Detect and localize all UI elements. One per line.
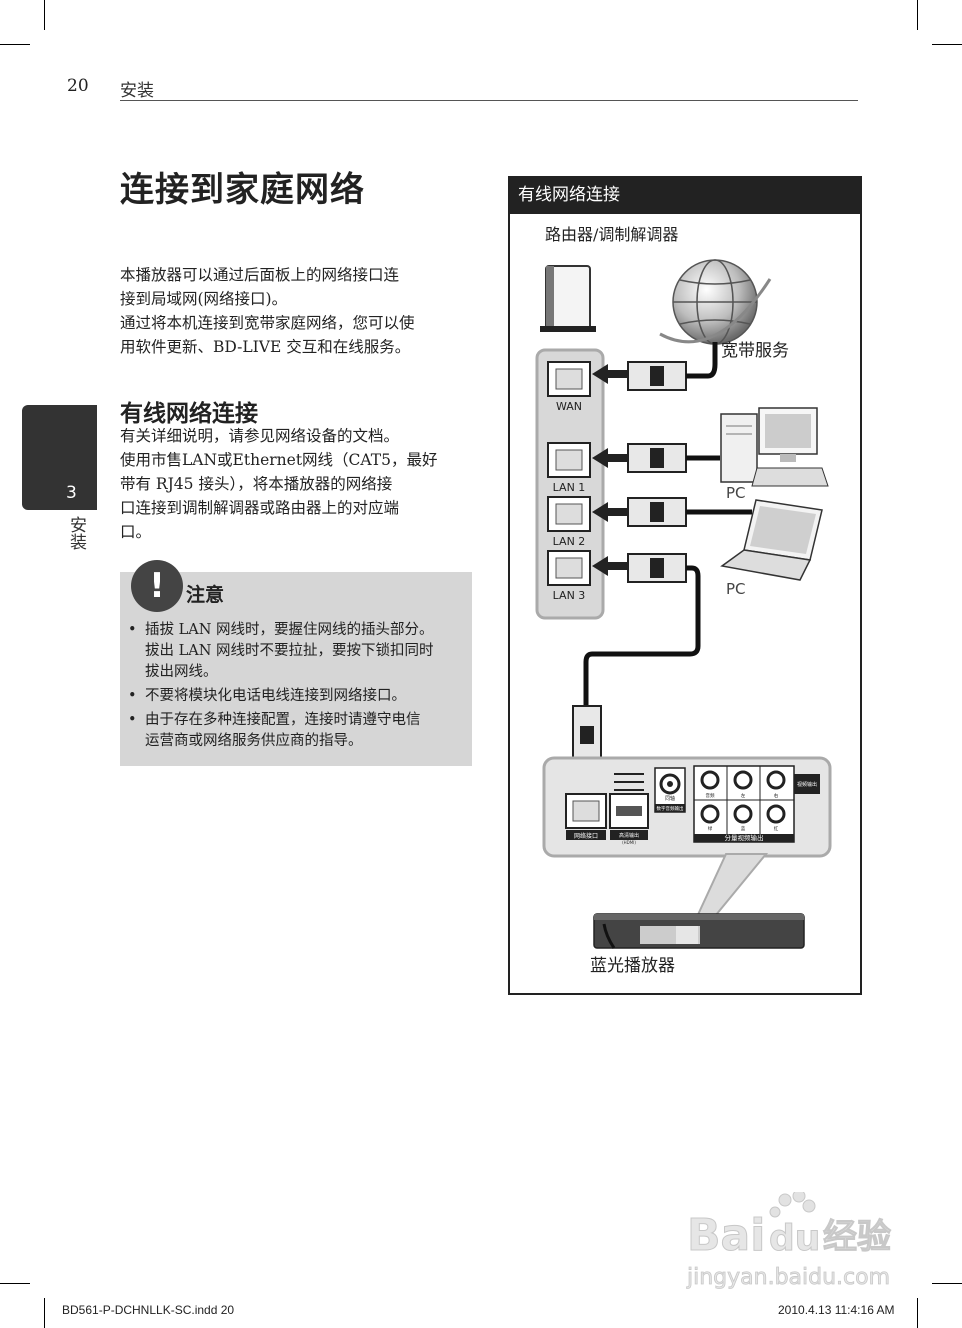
footer-timestamp: 2010.4.13 11:4:16 AM (778, 1303, 895, 1317)
chapter-label: 安装 (66, 516, 86, 550)
crop-mark (932, 44, 962, 45)
panel-label: 高清输出 (619, 832, 639, 839)
panel-label: 红 (774, 825, 779, 832)
pc-label: PC (726, 484, 746, 502)
desc-line: 口连接到调制解调器或路由器上的对应端 (120, 499, 400, 517)
intro-paragraph: 本播放器可以通过后面板上的网络接口连 接到局域网(网络接口)。 通过将本机连接到… (120, 263, 475, 359)
port-label: LAN 1 (553, 481, 586, 494)
paw-icon (769, 1192, 816, 1218)
desktop-pc-icon (720, 407, 829, 487)
footer-filename: BD561-P-DCHNLLK-SC.indd 20 (62, 1303, 235, 1317)
laptop-icon (720, 499, 823, 581)
watermark-brand: 经验 (823, 1217, 891, 1257)
lan-port (547, 550, 591, 586)
router-label: 路由器/调制解调器 (545, 225, 678, 244)
panel-label: 左 (741, 792, 746, 799)
desc-line: 口。 (120, 523, 152, 541)
network-cable (583, 342, 752, 714)
router-icon (540, 265, 596, 332)
av-jacks (693, 765, 795, 843)
panel-label: 分量视频输出 (725, 833, 764, 842)
caution-line: 拔出网线。 (145, 664, 218, 680)
panel-label: 数字音频输出 (657, 805, 684, 812)
pc-label: PC (726, 580, 746, 598)
crop-mark (0, 44, 30, 45)
chapter-tab (22, 405, 97, 510)
watermark-brand: Bai (687, 1210, 765, 1261)
broadband-label: 宽带服务 (721, 341, 789, 361)
diagram-frame (508, 176, 862, 995)
desc-line: 使用市售LAN或Ethernet网线（CAT5，最好 (120, 451, 438, 469)
video-out-tag (794, 774, 820, 794)
diagram-title: 有线网络连接 (518, 185, 620, 205)
caution-title: 注意 (186, 584, 225, 606)
crop-mark (0, 1283, 30, 1284)
panel-label: 音频 (706, 792, 715, 799)
intro-line: 用软件更新、BD-LIVE 交互和在线服务。 (120, 338, 411, 356)
intro-line: 本播放器可以通过后面板上的网络接口连 (120, 266, 400, 284)
player-label: 蓝光播放器 (590, 956, 675, 976)
panel-label: 网络接口 (574, 832, 598, 840)
rj45-plug-icon (627, 553, 687, 583)
vent-lines (614, 773, 644, 791)
desc-line: 带有 RJ45 接头），将本播放器的网络接 (120, 475, 393, 493)
section-title: 有线网络连接 (120, 401, 258, 427)
panel-label: 蓝 (741, 825, 746, 832)
crop-mark (44, 1298, 45, 1328)
coaxial-port (654, 767, 686, 813)
page-section: 安装 (120, 81, 154, 101)
exclamation-icon: ! (131, 560, 183, 612)
lan-port (547, 442, 591, 478)
port-label: WAN (556, 400, 582, 413)
caution-item: 由于存在多种连接配置，连接时请遵守电信 运营商或网络服务供应商的指导。 (128, 710, 468, 752)
caution-item: 不要将模块化电话电线连接到网络接口。 (128, 686, 468, 707)
diagram-header (510, 178, 860, 214)
wan-port (547, 361, 591, 397)
chapter-number: 3 (66, 483, 77, 503)
crop-mark (44, 0, 45, 30)
caution-line: 由于存在多种连接配置，连接时请遵守电信 (145, 712, 421, 728)
arrow-icon (592, 364, 628, 576)
caution-list: 插拔 LAN 网线时，要握住网线的插头部分。 拔出 LAN 网线时不要拉扯，要按… (128, 620, 468, 755)
rj45-plug-icon (627, 497, 687, 527)
globe-icon (659, 259, 772, 345)
crop-mark (917, 0, 918, 30)
hdmi-port (609, 793, 649, 840)
crop-mark (917, 1298, 918, 1328)
caution-line: 插拔 LAN 网线时，要握住网线的插头部分。 (145, 622, 434, 638)
panel-label: 同轴 (665, 795, 675, 802)
panel-label: 绿 (708, 825, 713, 832)
network-port (565, 793, 607, 840)
rj45-plug-icon (627, 361, 687, 391)
panel-label: 右 (774, 792, 779, 799)
watermark-url: jingyan.baidu.com (686, 1265, 890, 1290)
caution-line: 不要将模块化电话电线连接到网络接口。 (145, 688, 406, 704)
crop-mark (932, 1283, 962, 1284)
caution-line: 运营商或网络服务供应商的指导。 (145, 733, 363, 749)
bluray-player-icon (593, 913, 805, 949)
port-label: LAN 3 (553, 589, 586, 602)
wired-description: 有关详细说明，请参见网络设备的文档。 使用市售LAN或Ethernet网线（CA… (120, 424, 475, 544)
caution-item: 插拔 LAN 网线时，要握住网线的插头部分。 拔出 LAN 网线时不要拉扯，要按… (128, 620, 468, 683)
header-rule (120, 100, 858, 101)
intro-line: 通过将本机连接到宽带家庭网络，您可以使 (120, 314, 415, 332)
network-diagram: 路由器/调制解调器 宽带服务 WAN LAN 1 LAN 2 LAN 3 (535, 225, 832, 976)
port-label: LAN 2 (553, 535, 586, 548)
baidu-watermark: Bai du 经验 jingyan.baidu.com (686, 1192, 892, 1290)
lan-port (547, 496, 591, 532)
page-number: 20 (67, 76, 89, 96)
rj45-plug-icon (572, 705, 602, 759)
intro-line: 接到局域网(网络接口)。 (120, 290, 288, 308)
watermark-brand: du (769, 1218, 820, 1259)
desc-line: 有关详细说明，请参见网络设备的文档。 (120, 427, 400, 445)
panel-label: 视频输出 (797, 781, 817, 788)
panel-label: (HDMI) (622, 840, 636, 845)
rj45-plug-icon (627, 443, 687, 473)
caution-line: 拔出 LAN 网线时不要拉扯，要按下锁扣同时 (145, 643, 434, 659)
page-title: 连接到家庭网络 (120, 170, 365, 210)
